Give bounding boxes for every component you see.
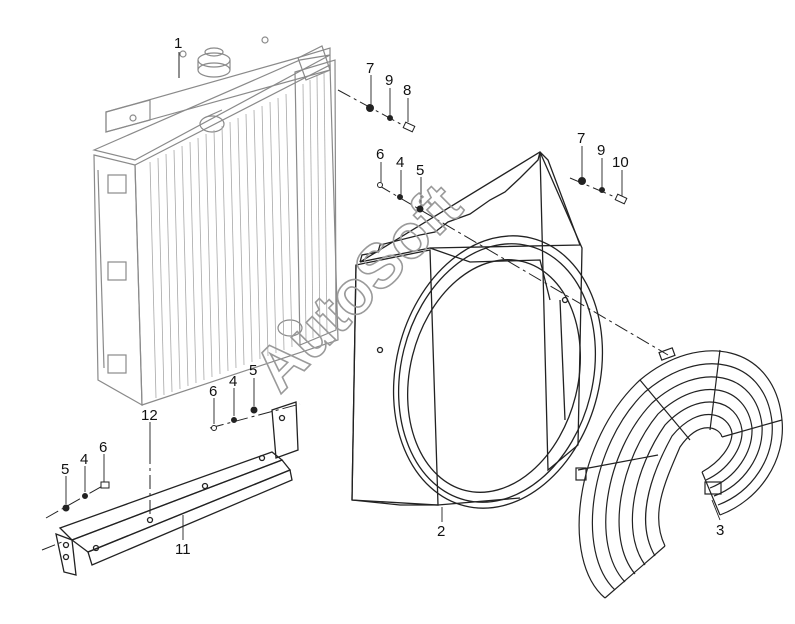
- callout-4-left: 4: [80, 451, 88, 468]
- leader-lines: [65, 75, 721, 540]
- callout-2: 2: [437, 523, 445, 540]
- callout-9-top: 9: [385, 72, 393, 89]
- callout-1: 1: [174, 35, 182, 52]
- callout-4-low: 4: [229, 373, 237, 390]
- callout-6-mid: 6: [376, 146, 384, 163]
- radiator-fins: [149, 71, 328, 399]
- callout-3: 3: [716, 522, 724, 539]
- callout-12: 12: [141, 407, 158, 424]
- callout-5-mid: 5: [416, 162, 424, 179]
- watermark-text: AutoSoft: [241, 171, 475, 405]
- callout-6-left: 6: [99, 439, 107, 456]
- lower-bracket: [55, 401, 299, 576]
- callout-labels: 1 7 9 8 6 4 5 7 9 10 6 4 5 12 5 4 6 11 2…: [61, 35, 724, 558]
- fan-guard: [575, 347, 783, 599]
- callout-4-mid: 4: [396, 154, 404, 171]
- callout-6-low: 6: [209, 383, 217, 400]
- callout-10: 10: [612, 154, 629, 171]
- radiator: [92, 36, 339, 407]
- callout-7-right: 7: [577, 130, 585, 147]
- callout-8: 8: [403, 82, 411, 99]
- callout-9-right: 9: [597, 142, 605, 159]
- callout-11: 11: [175, 541, 191, 558]
- callout-5-low: 5: [249, 362, 257, 379]
- fasteners: [62, 104, 628, 512]
- callout-7-top: 7: [366, 60, 374, 77]
- fan-shroud: [351, 151, 604, 509]
- callout-5-left: 5: [61, 461, 69, 478]
